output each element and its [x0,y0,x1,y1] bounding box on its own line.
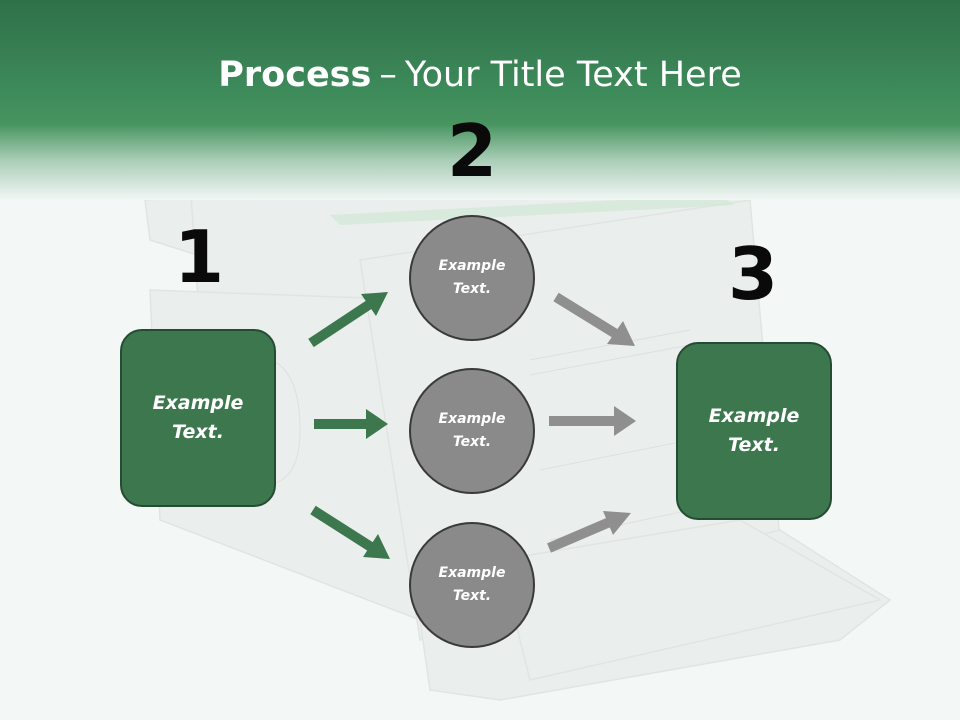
step-number-3: 3 [727,232,779,316]
circle-text-line1: Example [438,411,506,427]
header-band [0,0,960,200]
green-arrow-up [308,292,388,348]
gray-arrow-up [547,511,631,553]
step-number-1: 1 [173,215,225,299]
green-arrow-down [310,505,390,559]
step-3-text: Example Text. [709,402,800,460]
step-3-box: Example Text. [676,342,832,520]
slide-title: Process–Your Title Text Here [0,52,960,98]
circle-text-line2: Text. [452,588,492,604]
step-1-text-line1: Example [152,392,244,414]
step-3-text-line1: Example [708,405,800,427]
step-number-2: 2 [446,109,498,193]
title-rest: Your Title Text Here [404,55,742,95]
green-arrow-middle [314,409,388,439]
step-1-text-line2: Text. [172,421,224,443]
circle-text-line2: Text. [452,281,492,297]
circle-text-line1: Example [438,565,506,581]
gray-arrow-down [553,292,635,346]
step-3-text-line2: Text. [728,434,780,456]
circle-text-line1: Example [438,258,506,274]
title-bold: Process [218,55,372,95]
title-separator: – [379,55,397,95]
gray-arrow-middle [549,406,636,436]
step-1-text: Example Text. [153,389,244,447]
circle-text-line2: Text. [452,434,492,450]
step-1-box: Example Text. [120,329,276,507]
